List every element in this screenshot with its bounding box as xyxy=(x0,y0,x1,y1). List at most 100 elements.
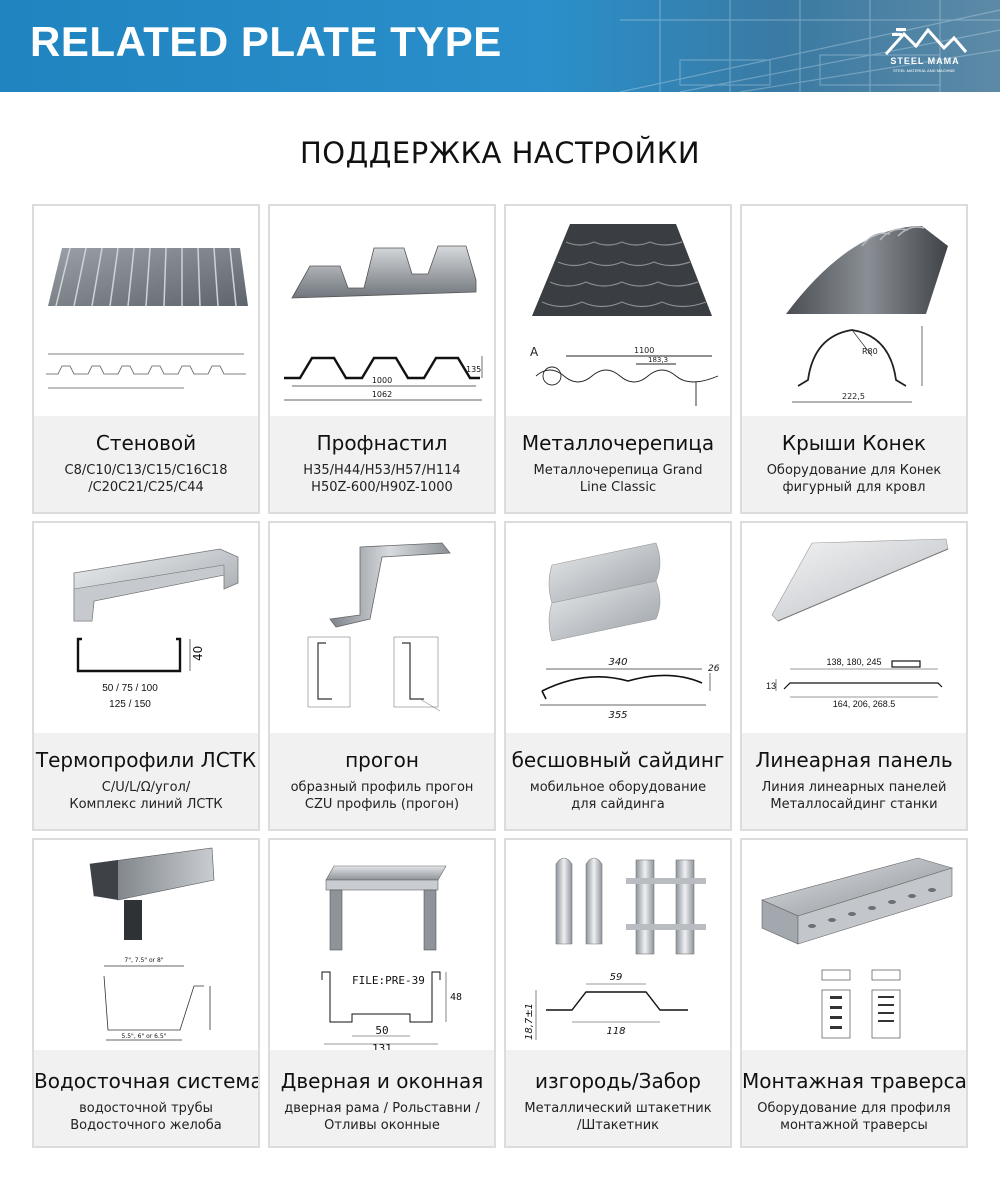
product-description: C/U/L/Ω/угол/ Комплекс линий ЛСТК xyxy=(34,779,258,813)
product-card-thermo-profile[interactable]: 40 50 / 75 / 100 125 / 150 Термопрофили … xyxy=(32,521,260,831)
dimension-label: R80 xyxy=(862,347,878,356)
product-description-line: Линия линеарных панелей xyxy=(761,780,947,795)
product-card-drainage-system[interactable]: 7", 7.5" or 8" 5.5", 6" or 6.5" Водосточ… xyxy=(32,838,260,1148)
product-title: Стеновой xyxy=(95,431,197,455)
product-description: C8/C10/C13/C15/C16C18 /C20C21/C25/C44 xyxy=(34,462,258,496)
product-image: FILE:PRE-39 50 131 48 xyxy=(270,840,494,1050)
product-caption: Монтажная траверса Оборудование для проф… xyxy=(742,1050,966,1146)
logo-text: STEEL MAMA xyxy=(890,56,960,66)
product-image xyxy=(742,840,966,1050)
dimension-label: 13 xyxy=(766,681,776,691)
dimension-label: 26 xyxy=(708,664,720,674)
product-description-line: /Штакетник xyxy=(576,1118,660,1133)
logo-subtext: STEEL MATERIAL AND MACHINE xyxy=(892,68,956,73)
dimension-label: 183,3 xyxy=(648,356,668,364)
product-description: H35/H44/H53/H57/H114 H50Z-600/H90Z-1000 xyxy=(270,462,494,496)
product-description-line: монтажной траверсы xyxy=(780,1118,928,1133)
product-card-linear-panel[interactable]: 138, 180, 245 164, 206, 268.5 13 Линеарн… xyxy=(740,521,968,831)
product-description-line: H35/H44/H53/H57/H114 xyxy=(303,463,461,478)
product-description-line: Оборудование для Конек xyxy=(766,463,942,478)
product-caption: Профнастил H35/H44/H53/H57/H114 H50Z-600… xyxy=(270,416,494,512)
product-card-purlin[interactable]: прогон образный профиль прогон CZU профи… xyxy=(268,521,496,831)
product-description: Металлочерепица Grand Line Classic xyxy=(506,462,730,496)
product-caption: Термопрофили ЛСТК C/U/L/Ω/угол/ Комплекс… xyxy=(34,733,258,829)
dimension-label: 7", 7.5" or 8" xyxy=(124,957,163,964)
dimension-label: 1100 xyxy=(634,346,654,355)
product-description: Оборудование для профиля монтажной траве… xyxy=(742,1100,966,1134)
product-card-metal-tile[interactable]: A 1100 183,3 Металлочерепица Металлочере… xyxy=(504,204,732,514)
product-title: Профнастил xyxy=(316,431,448,455)
dimension-label: 164, 206, 268.5 xyxy=(833,699,896,709)
product-description: Оборудование для Конек фигурный для кров… xyxy=(742,462,966,496)
product-description: дверная рама / Рольставни / Отливы оконн… xyxy=(270,1100,494,1134)
dimension-label: 50 xyxy=(375,1024,388,1037)
product-description-line: C8/C10/C13/C15/C16C18 xyxy=(64,463,228,478)
product-card-roof-ridge[interactable]: 222,5 R80 Крыши Конек Оборудование для К… xyxy=(740,204,968,514)
product-caption: Стеновой C8/C10/C13/C15/C16C18 /C20C21/C… xyxy=(34,416,258,512)
dimension-label: 135 xyxy=(466,365,481,374)
product-caption: прогон образный профиль прогон CZU профи… xyxy=(270,733,494,829)
product-card-fence[interactable]: 59 118 18,7±1 изгородь/Забор Металлическ… xyxy=(504,838,732,1148)
product-description-line: CZU профиль (прогон) xyxy=(304,797,460,812)
product-description-line: Водосточного желоба xyxy=(70,1118,222,1133)
product-caption: Крыши Конек Оборудование для Конек фигур… xyxy=(742,416,966,512)
dimension-label: 5.5", 6" or 6.5" xyxy=(122,1033,167,1040)
product-image: 138, 180, 245 164, 206, 268.5 13 xyxy=(742,523,966,733)
product-card-mounting-traverse[interactable]: Монтажная траверса Оборудование для проф… xyxy=(740,838,968,1148)
product-image: 340 355 26 xyxy=(506,523,730,733)
dimension-label: 355 xyxy=(608,710,627,721)
product-description-line: H50Z-600/H90Z-1000 xyxy=(311,480,453,495)
dimension-label: 48 xyxy=(450,992,462,1003)
product-caption: Водосточная система водосточной трубы Во… xyxy=(34,1050,258,1146)
product-title: Водосточная система xyxy=(34,1069,260,1093)
dimension-label: 131 xyxy=(372,1042,392,1050)
product-image xyxy=(34,206,258,416)
product-image: 1000 1062 135 xyxy=(270,206,494,416)
product-card-wall-profile[interactable]: Стеновой C8/C10/C13/C15/C16C18 /C20C21/C… xyxy=(32,204,260,514)
dimension-label: 138, 180, 245 xyxy=(826,657,881,667)
product-description-line: Комплекс линий ЛСТК xyxy=(69,797,223,812)
product-image: 222,5 R80 xyxy=(742,206,966,416)
product-image: A 1100 183,3 xyxy=(506,206,730,416)
steel-mama-logo-icon xyxy=(884,27,968,56)
product-card-seamless-siding[interactable]: 340 355 26 бесшовный сайдинг мобильное о… xyxy=(504,521,732,831)
product-description-line: фигурный для кровл xyxy=(782,480,926,495)
dimension-label: 118 xyxy=(606,1026,625,1037)
product-caption: изгородь/Забор Металлический штакетник /… xyxy=(506,1050,730,1146)
product-card-profiled-sheet[interactable]: 1000 1062 135 Профнастил H35/H44/H53/H57… xyxy=(268,204,496,514)
product-caption: Дверная и оконная дверная рама / Рольста… xyxy=(270,1050,494,1146)
dimension-label: 1062 xyxy=(372,390,392,399)
dimension-label: 40 xyxy=(191,646,205,661)
product-description-line: Металлический штакетник xyxy=(524,1101,712,1116)
product-title: Металлочерепица xyxy=(521,431,715,455)
product-description-line: C/U/L/Ω/угол/ xyxy=(101,780,191,795)
product-title: Термопрофили ЛСТК xyxy=(35,748,257,772)
dimension-label: 125 / 150 xyxy=(109,699,151,710)
product-description-line: водосточной трубы xyxy=(79,1101,213,1116)
factory-background-graphic xyxy=(620,0,1000,92)
page-heading: ПОДДЕРЖКА НАСТРОЙКИ xyxy=(299,136,701,170)
product-description-line: мобильное оборудование xyxy=(529,780,707,795)
product-description-line: Line Classic xyxy=(579,480,657,495)
product-description-line: Отливы оконные xyxy=(324,1118,440,1133)
product-grid: Стеновой C8/C10/C13/C15/C16C18 /C20C21/C… xyxy=(32,204,968,1148)
product-description-line: для сайдинга xyxy=(571,797,665,812)
product-title: изгородь/Забор xyxy=(534,1069,701,1093)
product-title: Крыши Конек xyxy=(781,431,927,455)
product-title: Дверная и оконная xyxy=(280,1069,484,1093)
product-description-line: Металлосайдинг станки xyxy=(770,797,938,812)
product-description: Металлический штакетник /Штакетник xyxy=(506,1100,730,1134)
dimension-label: 1000 xyxy=(372,376,392,385)
product-description-line: /C20C21/C25/C44 xyxy=(88,480,204,495)
dimension-label: A xyxy=(530,345,539,359)
product-image xyxy=(270,523,494,733)
product-description: Линия линеарных панелей Металлосайдинг с… xyxy=(742,779,966,813)
product-image: 7", 7.5" or 8" 5.5", 6" or 6.5" xyxy=(34,840,258,1050)
product-title: Монтажная траверса xyxy=(742,1069,967,1093)
product-description-line: образный профиль прогон xyxy=(290,780,474,795)
product-description-line: Металлочерепица Grand xyxy=(533,463,703,478)
product-image: 59 118 18,7±1 xyxy=(506,840,730,1050)
product-card-door-window[interactable]: FILE:PRE-39 50 131 48 Дверная и оконная … xyxy=(268,838,496,1148)
banner-title: RELATED PLATE TYPE xyxy=(30,18,502,65)
product-description-line: Оборудование для профиля xyxy=(757,1101,951,1116)
